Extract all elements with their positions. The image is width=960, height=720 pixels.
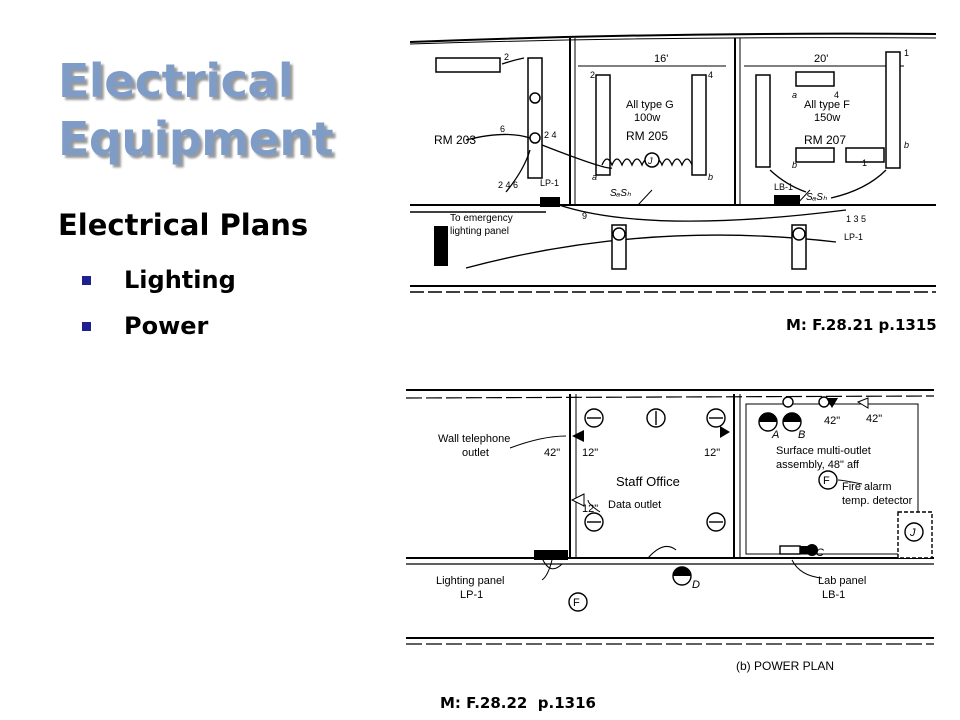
label-lighting-panel: Lighting panel <box>436 575 505 587</box>
caption-power-plan: (b) POWER PLAN <box>736 659 834 673</box>
label-surface-outlet-2: assembly, 48" aff <box>776 459 860 471</box>
slide-title-line-1: Electrical <box>58 54 294 108</box>
switch-letter: a <box>792 90 797 100</box>
height-42: 42" <box>866 413 882 425</box>
slide-title-line-2: Equipment <box>58 112 334 166</box>
label-emergency-2: lighting panel <box>450 226 509 237</box>
label-lighting-panel-2: LP-1 <box>460 589 483 601</box>
bullet-square-icon <box>82 322 91 331</box>
label-wall-telephone: Wall telephone <box>438 433 510 445</box>
circuit-num: 9 <box>582 211 587 221</box>
fixture-rm203-vertical <box>527 57 543 179</box>
circuit-num: 6 <box>500 124 505 134</box>
fire-alarm-letter: F <box>573 597 580 609</box>
reference-lighting-figure: M: F.28.21 p.1315 <box>786 316 937 334</box>
bullet-label: Lighting <box>124 266 236 294</box>
data-outlet-icon <box>570 493 585 507</box>
label-100w: 100w <box>634 112 660 124</box>
junction-letter: J <box>647 156 653 166</box>
label-150w: 150w <box>814 112 840 124</box>
fixture-rm207-right <box>885 51 901 169</box>
label-lab-panel-2: LB-1 <box>822 589 845 601</box>
circuit-num: 1 3 5 <box>846 214 866 224</box>
receptacle-letter: A <box>771 429 779 441</box>
fire-alarm-icon-corridor <box>568 592 588 612</box>
circuit-num: 1 <box>904 48 909 58</box>
height-42: 42" <box>544 447 560 459</box>
switch-letter: b <box>904 140 909 150</box>
lighting-plan-drawing: 16' 20' RM 203 RM 205 RM 207 All type G … <box>409 32 937 293</box>
power-plan-drawing: Wall telephone outlet 42" 12" 12" 12" 42… <box>405 389 935 673</box>
panel-lp1-top <box>540 197 560 207</box>
height-12: 12" <box>704 447 720 459</box>
circuit-num: 2 4 6 <box>498 180 518 190</box>
bullet-square-icon <box>82 276 91 285</box>
switch-label: SₐSₕ <box>806 192 828 203</box>
label-fire-alarm: Fire alarm <box>842 481 892 493</box>
circuit-num: 1 <box>862 158 867 168</box>
label-type-g: All type G <box>626 99 674 111</box>
dim-16ft: 16' <box>654 53 668 65</box>
circuit-num: 2 <box>590 70 595 80</box>
fixture-rm205-left <box>595 74 611 176</box>
label-lb1: LB-1 <box>774 182 793 192</box>
height-12: 12" <box>582 447 598 459</box>
bullet-item: Lighting <box>82 260 236 306</box>
label-emergency-1: To emergency <box>450 213 513 224</box>
lab-panel <box>779 545 801 555</box>
dim-20ft: 20' <box>814 53 828 65</box>
label-lp1-corridor: LP-1 <box>844 232 863 242</box>
label-data-outlet: Data outlet <box>608 499 661 511</box>
circuit-num: 2 4 <box>544 130 557 140</box>
height-12: 12" <box>582 503 598 515</box>
reference-power-figure: M: F.28.22 p.1316 <box>440 694 596 712</box>
height-42: 42" <box>824 415 840 427</box>
junction-box-icon <box>644 152 660 168</box>
label-rm207: RM 207 <box>804 133 846 147</box>
bullet-label: Power <box>124 312 209 340</box>
receptacle-letter: D <box>692 579 700 591</box>
label-wall-telephone-2: outlet <box>462 447 489 459</box>
panel-lb1 <box>774 195 800 205</box>
junction-letter: J <box>909 527 916 539</box>
emergency-panel <box>434 226 448 266</box>
label-fire-alarm-2: temp. detector <box>842 495 913 507</box>
label-staff-office: Staff Office <box>616 474 680 489</box>
fixture-rm203 <box>435 57 501 73</box>
fire-alarm-icon <box>818 470 838 490</box>
bullet-list: Lighting Power <box>82 260 236 352</box>
switch-letter: a <box>592 172 597 182</box>
circuit-num: 4 <box>708 70 713 80</box>
switch-letter: b <box>708 172 713 182</box>
switch-letter: b <box>792 160 797 170</box>
label-surface-outlet: Surface multi-outlet <box>776 445 871 457</box>
label-lab-panel: Lab panel <box>818 575 866 587</box>
bullet-item: Power <box>82 306 236 352</box>
circuit-num: 4 <box>834 90 839 100</box>
fixture-rm205-right <box>691 74 707 176</box>
telephone-outlet-icon <box>572 430 584 442</box>
slide-title: Electrical Equipment <box>58 52 334 168</box>
fixture-rm207-left <box>755 74 771 168</box>
top-wall <box>409 32 937 43</box>
label-lp1: LP-1 <box>540 178 559 188</box>
label-type-f: All type F <box>804 99 850 111</box>
junction-box-icon <box>904 522 924 542</box>
label-rm203: RM 203 <box>434 133 476 147</box>
fire-alarm-letter: F <box>823 475 830 487</box>
receptacle-letter: B <box>798 429 805 441</box>
receptacle-letter: C <box>816 547 824 559</box>
slide-subtitle: Electrical Plans <box>58 208 309 242</box>
switch-label: SₐSₕ <box>610 188 632 199</box>
circuit-num: 2 <box>504 52 509 62</box>
label-rm205: RM 205 <box>626 129 668 143</box>
lighting-panel <box>534 550 568 560</box>
